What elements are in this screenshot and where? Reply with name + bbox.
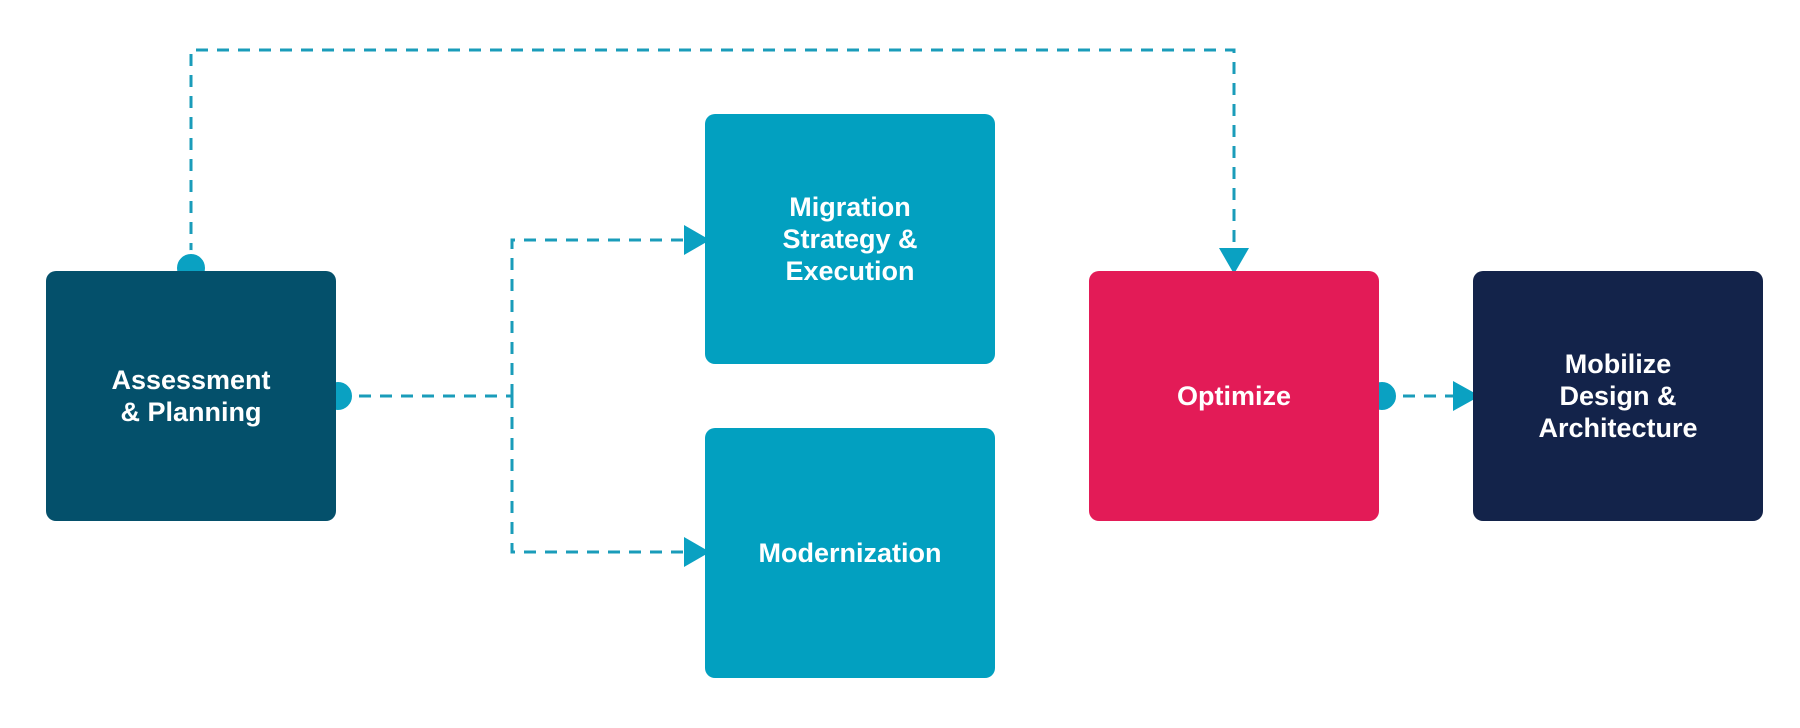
arrowhead-mobilize-icon <box>1453 381 1480 411</box>
connector-assessment-to-optimize <box>189 48 1236 255</box>
node-modernization: Modernization <box>705 428 995 678</box>
node-migration-strategy-execution: Migration Strategy & Execution <box>705 114 995 364</box>
node-mobilize-design-architecture: Mobilize Design & Architecture <box>1473 271 1763 521</box>
arrowhead-modernization-icon <box>684 537 710 567</box>
node-assessment-planning: Assessment & Planning <box>46 271 336 521</box>
arrowhead-migration-icon <box>684 225 710 255</box>
connector-to-migration <box>510 238 686 396</box>
arrowhead-optimize-icon <box>1219 248 1249 274</box>
node-optimize: Optimize <box>1089 271 1379 521</box>
connector-to-modernization <box>510 396 686 554</box>
